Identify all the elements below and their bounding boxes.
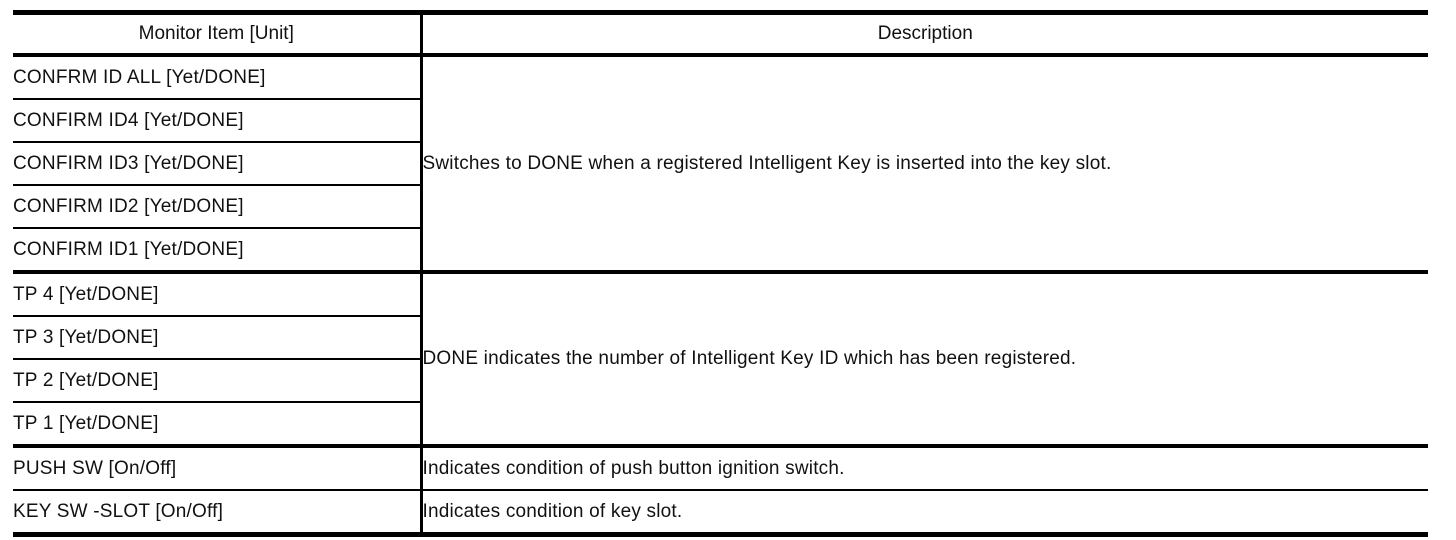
monitor-item-cell: TP 2 [Yet/DONE] — [13, 359, 423, 403]
table-row: TP 2 [Yet/DONE] — [13, 359, 1428, 403]
monitor-item-cell: CONFIRM ID1 [Yet/DONE] — [13, 228, 423, 273]
monitor-item-cell: TP 3 [Yet/DONE] — [13, 316, 423, 360]
table-row: CONFIRM ID1 [Yet/DONE] — [13, 228, 1428, 273]
table-header-row: Monitor Item [Unit] Description — [13, 12, 1428, 57]
description-cell: Switches to DONE when a registered Intel… — [421, 55, 1428, 273]
monitor-item-cell: PUSH SW [On/Off] — [13, 444, 423, 491]
description-cell: Indicates condition of key slot. — [421, 490, 1428, 536]
column-header-monitor-item: Monitor Item [Unit] — [13, 12, 423, 57]
monitor-item-table: Monitor Item [Unit] Description CONFRM I… — [13, 10, 1428, 537]
table-row: CONFIRM ID3 [Yet/DONE] — [13, 142, 1428, 186]
monitor-item-cell: CONFIRM ID3 [Yet/DONE] — [13, 142, 423, 186]
column-header-description: Description — [421, 12, 1428, 57]
table-row: TP 4 [Yet/DONE] DONE indicates the numbe… — [13, 270, 1428, 447]
monitor-item-cell: KEY SW -SLOT [On/Off] — [13, 490, 423, 536]
monitor-item-cell: TP 1 [Yet/DONE] — [13, 402, 423, 447]
table-row: CONFRM ID ALL [Yet/DONE] Switches to DON… — [13, 55, 1428, 273]
description-cell: DONE indicates the number of Intelligent… — [421, 270, 1428, 447]
monitor-item-cell: CONFIRM ID4 [Yet/DONE] — [13, 99, 423, 143]
table-row: TP 3 [Yet/DONE] — [13, 316, 1428, 360]
monitor-item-cell: CONFIRM ID2 [Yet/DONE] — [13, 185, 423, 229]
table-row: CONFIRM ID4 [Yet/DONE] — [13, 99, 1428, 143]
monitor-item-cell: CONFRM ID ALL [Yet/DONE] — [13, 55, 423, 100]
table-row: TP 1 [Yet/DONE] — [13, 402, 1428, 447]
table-row: KEY SW -SLOT [On/Off] Indicates conditio… — [13, 490, 1428, 536]
description-cell: Indicates condition of push button ignit… — [421, 444, 1428, 491]
table-row: PUSH SW [On/Off] Indicates condition of … — [13, 444, 1428, 491]
table-row: CONFIRM ID2 [Yet/DONE] — [13, 185, 1428, 229]
monitor-item-cell: TP 4 [Yet/DONE] — [13, 270, 423, 317]
